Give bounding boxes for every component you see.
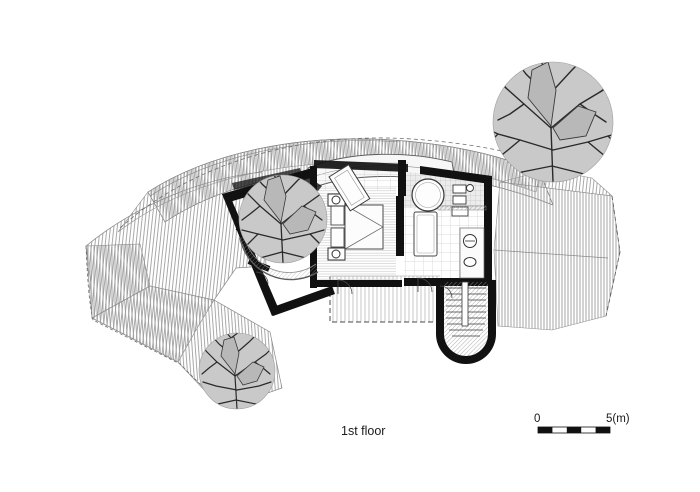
stair-tower-wall bbox=[436, 280, 496, 364]
terrace-right bbox=[493, 181, 621, 331]
lamp-lower-icon bbox=[331, 249, 341, 259]
terrace-right-inner bbox=[493, 249, 609, 259]
scale-bar: 0 5(m) bbox=[534, 413, 630, 434]
tree-trunk-mass bbox=[263, 175, 317, 235]
sink-fixture-icon bbox=[463, 257, 477, 267]
contour-arc-top bbox=[119, 137, 577, 229]
door-swing-stair bbox=[439, 285, 453, 299]
pillow-upper bbox=[330, 205, 345, 226]
bathtub-inner bbox=[416, 214, 435, 254]
tree-trunk-mass bbox=[220, 336, 265, 386]
scale-bar-segments bbox=[537, 426, 611, 434]
tree-canopy bbox=[199, 333, 275, 409]
tree-canopy bbox=[239, 175, 327, 263]
wall-north bbox=[314, 160, 408, 172]
pillow-lower bbox=[330, 227, 345, 248]
wall-bedroom-bath-upper bbox=[398, 160, 406, 196]
tree-lower-left bbox=[198, 332, 276, 410]
bed bbox=[344, 204, 384, 250]
scale-start-label: 0 bbox=[534, 413, 540, 425]
wardrobe-angled-inner bbox=[334, 169, 365, 206]
round-basin bbox=[411, 178, 445, 212]
door-swing-entry-b bbox=[255, 271, 269, 285]
wall-bath-north bbox=[420, 166, 492, 184]
shelf-2 bbox=[452, 195, 467, 205]
scale-end-label: 5(m) bbox=[606, 413, 630, 425]
site-boundary-right bbox=[605, 195, 621, 317]
shelf-1 bbox=[452, 184, 467, 194]
lamp-upper-icon bbox=[331, 195, 341, 205]
tree-upper-right bbox=[492, 61, 614, 183]
contour-arc-upper bbox=[149, 140, 401, 197]
tree-canopy-edge bbox=[198, 332, 276, 410]
tree-canopy-edge bbox=[238, 174, 328, 264]
mirror-fixture-icon bbox=[466, 184, 474, 192]
wall-partition-column bbox=[396, 196, 404, 256]
bed-duvet-fold bbox=[344, 204, 384, 250]
terrace-field-left-outer-edge bbox=[85, 243, 151, 319]
scale-seg-3 bbox=[566, 427, 582, 433]
stair-tower bbox=[436, 280, 496, 364]
wardrobe-angled bbox=[328, 163, 371, 212]
scale-seg-1 bbox=[538, 427, 553, 433]
round-basin-inner bbox=[415, 182, 441, 208]
door-swing-bath-south bbox=[417, 277, 433, 293]
wall-bedroom-south bbox=[310, 280, 402, 287]
scale-seg-5 bbox=[595, 427, 610, 433]
tree-canopy bbox=[493, 62, 613, 182]
tree-trunk-mass bbox=[527, 62, 597, 141]
tree-center-left bbox=[238, 174, 328, 264]
furniture bbox=[327, 163, 487, 279]
stair-central-wall bbox=[461, 281, 469, 327]
plan-caption: 1st floor bbox=[341, 424, 385, 438]
site-boundary-left bbox=[85, 245, 247, 405]
door-swing-bedroom-south bbox=[337, 279, 353, 295]
wall-bath-east bbox=[484, 176, 492, 286]
wall-canopy-stub bbox=[296, 172, 322, 191]
wall-entry-south bbox=[270, 286, 335, 316]
retaining-wall-hatch-band bbox=[240, 234, 318, 280]
shower-drain-strip bbox=[437, 205, 487, 211]
bathtub bbox=[413, 211, 438, 257]
tree-canopy-edge bbox=[492, 61, 614, 183]
